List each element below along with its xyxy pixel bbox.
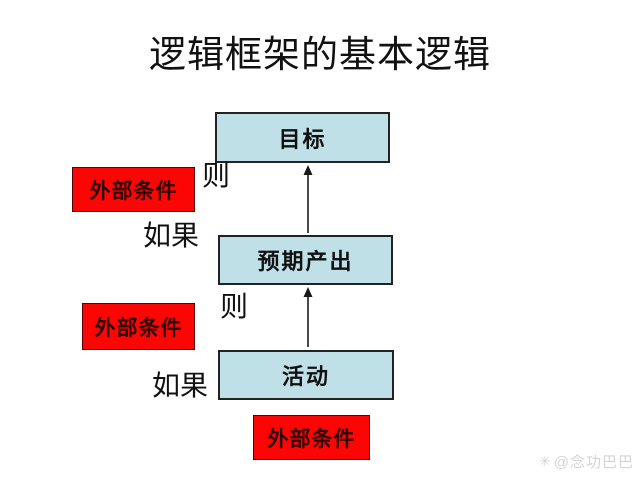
slide-title: 逻辑框架的基本逻辑 (149, 35, 491, 76)
external-condition-box-2[interactable]: 外部条件 (82, 303, 195, 350)
activity-box[interactable]: 活动 (218, 350, 394, 400)
if-label-1: 如果 (143, 221, 200, 252)
goal-box[interactable]: 目标 (215, 112, 390, 163)
watermark-handle: @念功巴巴 (553, 454, 634, 471)
activity-box-label: 活动 (281, 364, 330, 389)
then-label-2: 则 (220, 292, 249, 323)
then-label-1: 则 (202, 161, 231, 192)
external-condition-box-1[interactable]: 外部条件 (72, 167, 195, 212)
expected-output-box-label: 预期产出 (257, 249, 354, 274)
external-condition-3-label: 外部条件 (267, 427, 356, 451)
watermark: ✳ @念功巴巴 (539, 451, 634, 472)
goal-box-label: 目标 (278, 126, 327, 152)
expected-output-box[interactable]: 预期产出 (218, 235, 393, 285)
external-condition-box-3[interactable]: 外部条件 (253, 415, 370, 460)
external-condition-2-label: 外部条件 (94, 316, 183, 340)
if-label-2: 如果 (152, 371, 209, 402)
external-condition-1-label: 外部条件 (89, 179, 178, 203)
watermark-logo-icon: ✳ (539, 453, 552, 469)
arrow-output-to-goal-icon (303, 165, 313, 233)
arrow-activity-to-output-icon (303, 287, 313, 347)
